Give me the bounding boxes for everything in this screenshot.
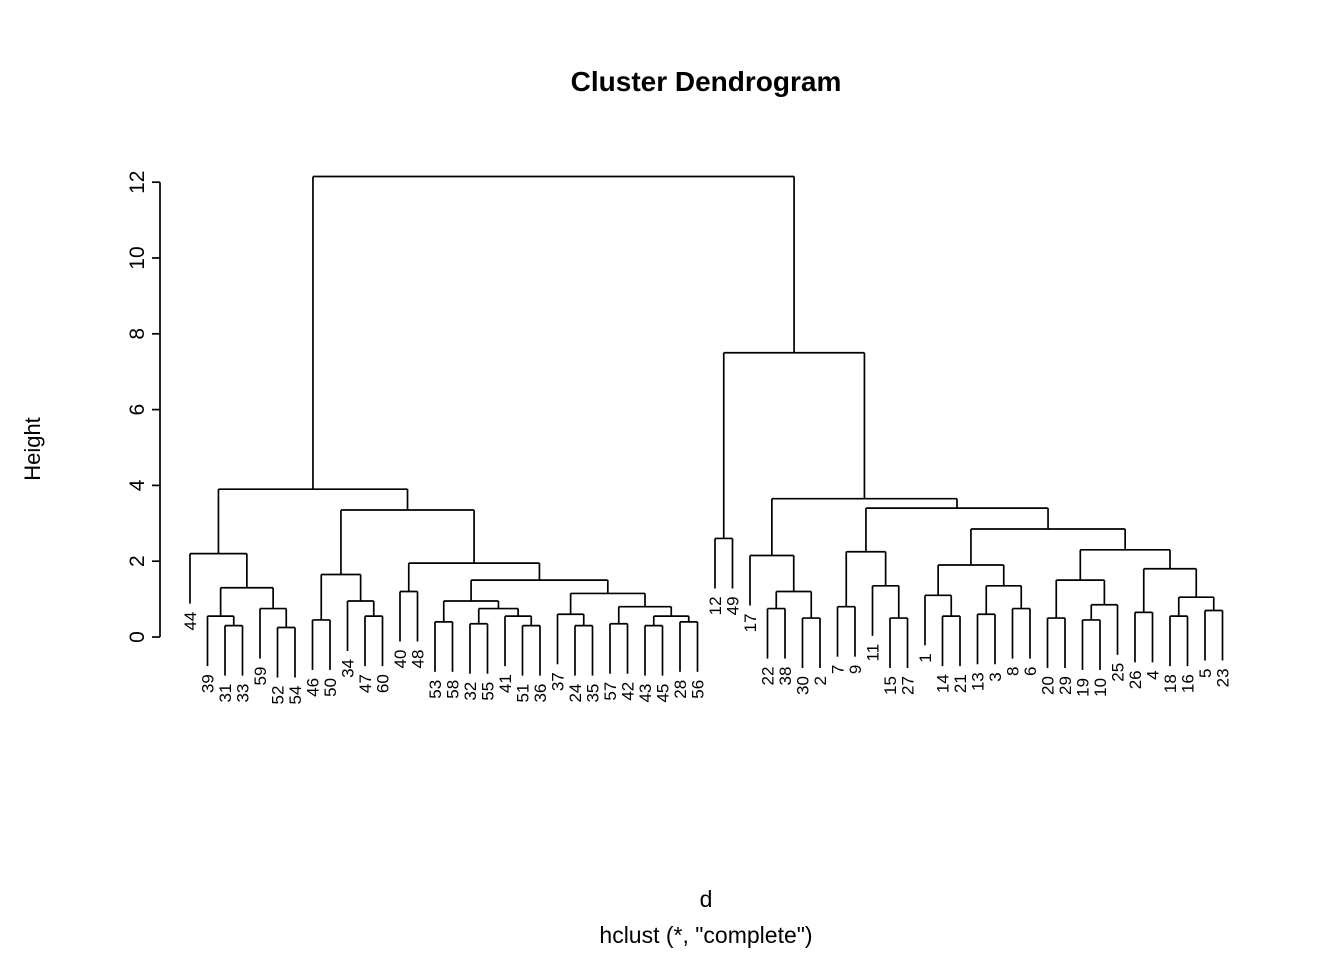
y-tick-label: 10 xyxy=(126,246,149,269)
leaf-label: 7 xyxy=(829,665,848,674)
leaf-label: 9 xyxy=(846,665,865,674)
leaf-label: 58 xyxy=(444,680,463,699)
leaf-label: 34 xyxy=(339,659,358,678)
y-tick-label: 12 xyxy=(126,171,149,194)
leaf-label: 55 xyxy=(479,682,498,701)
leaf-label: 28 xyxy=(671,680,690,699)
leaf-label: 15 xyxy=(881,676,900,695)
leaf-label: 19 xyxy=(1074,678,1093,697)
chart-title: Cluster Dendrogram xyxy=(570,66,842,97)
leaf-label: 12 xyxy=(706,596,725,615)
leaf-label: 43 xyxy=(636,684,655,703)
x-axis-title: d xyxy=(699,886,713,912)
clustering-method-caption: hclust (*, "complete") xyxy=(599,922,813,948)
leaf-label: 8 xyxy=(1004,667,1023,676)
leaf-label: 59 xyxy=(251,667,270,686)
leaf-label: 35 xyxy=(584,684,603,703)
leaf-label: 16 xyxy=(1179,674,1198,693)
leaf-label: 30 xyxy=(794,676,813,695)
leaf-label: 20 xyxy=(1039,676,1058,695)
leaf-label: 46 xyxy=(304,678,323,697)
leaf-label: 5 xyxy=(1196,668,1215,677)
leaf-label: 22 xyxy=(759,667,778,686)
leaf-labels: 4439313359525446503447604048535832554151… xyxy=(181,596,1233,704)
leaf-label: 18 xyxy=(1161,674,1180,693)
leaf-label: 24 xyxy=(566,684,585,703)
y-tick-label: 8 xyxy=(126,328,149,340)
leaf-label: 39 xyxy=(199,674,218,693)
dendrogram-links xyxy=(189,175,1224,678)
y-tick-label: 2 xyxy=(126,555,149,567)
leaf-label: 41 xyxy=(496,674,515,693)
leaf-label: 57 xyxy=(601,682,620,701)
y-tick-label: 0 xyxy=(126,631,149,643)
leaf-label: 48 xyxy=(409,650,428,669)
leaf-label: 11 xyxy=(864,644,883,662)
leaf-label: 40 xyxy=(391,650,410,669)
leaf-label: 10 xyxy=(1091,678,1110,697)
y-tick-label: 6 xyxy=(126,404,149,416)
leaf-label: 60 xyxy=(374,674,393,693)
leaf-label: 4 xyxy=(1144,670,1163,679)
leaf-label: 21 xyxy=(951,674,970,693)
leaf-label: 31 xyxy=(216,684,235,703)
leaf-label: 44 xyxy=(181,612,200,631)
leaf-label: 3 xyxy=(986,672,1005,681)
leaf-label: 14 xyxy=(934,674,953,693)
leaf-label: 13 xyxy=(969,672,988,691)
y-axis: 0 2 4 6 8 10 12 xyxy=(126,171,161,643)
leaf-label: 25 xyxy=(1109,663,1128,682)
leaf-label: 37 xyxy=(549,672,568,691)
leaf-label: 54 xyxy=(286,686,305,705)
leaf-label: 52 xyxy=(269,686,288,705)
leaf-label: 51 xyxy=(514,684,533,703)
leaf-label: 17 xyxy=(741,614,760,633)
leaf-label: 50 xyxy=(321,678,340,697)
leaf-label: 36 xyxy=(531,684,550,703)
y-axis-title: Height xyxy=(20,417,45,481)
leaf-label: 1 xyxy=(916,653,935,662)
leaf-label: 6 xyxy=(1021,667,1040,676)
leaf-label: 45 xyxy=(654,684,673,703)
leaf-label: 53 xyxy=(426,680,445,699)
leaf-label: 23 xyxy=(1214,668,1233,687)
leaf-label: 42 xyxy=(619,682,638,701)
leaf-label: 27 xyxy=(899,676,918,695)
leaf-label: 33 xyxy=(234,684,253,703)
leaf-label: 47 xyxy=(356,674,375,693)
leaf-label: 32 xyxy=(461,682,480,701)
leaf-label: 29 xyxy=(1056,676,1075,695)
leaf-label: 2 xyxy=(811,676,830,685)
leaf-label: 26 xyxy=(1126,670,1145,689)
y-tick-label: 4 xyxy=(126,479,149,491)
leaf-label: 49 xyxy=(724,596,743,615)
leaf-label: 56 xyxy=(689,680,708,699)
leaf-label: 38 xyxy=(776,667,795,686)
